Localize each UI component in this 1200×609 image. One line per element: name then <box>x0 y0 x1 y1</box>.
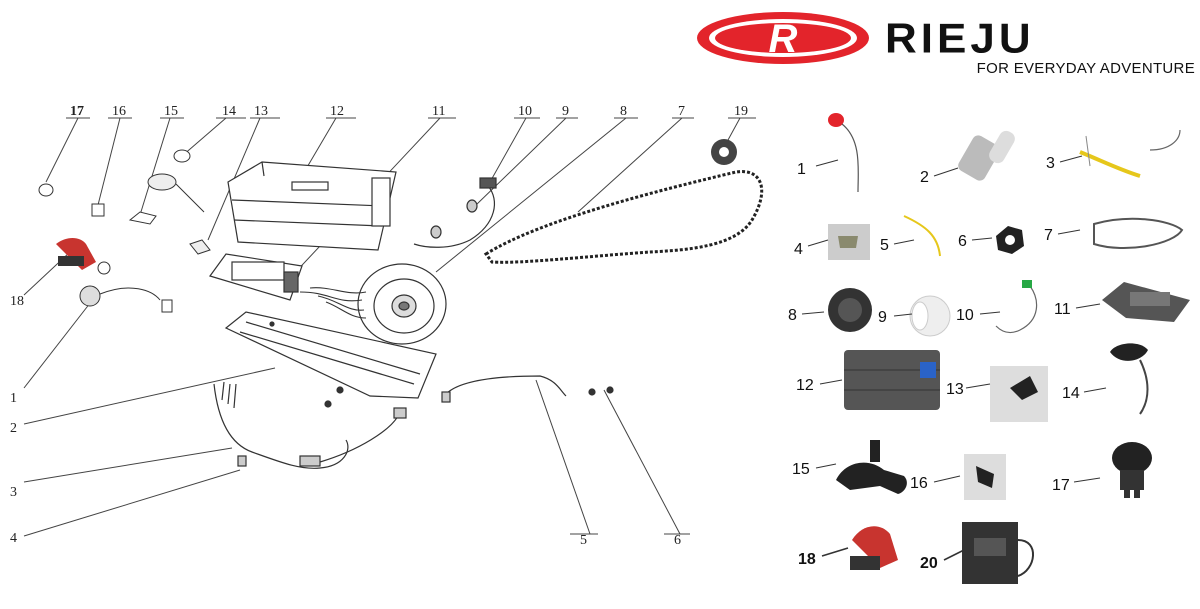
legend-num-6: 6 <box>958 233 967 250</box>
callout-11: 11 <box>432 104 445 119</box>
legend-num-4: 4 <box>794 241 803 258</box>
legend-number-labels: 1 2 3 4 5 6 7 8 9 10 11 12 13 14 15 16 1… <box>788 155 1080 572</box>
callout-18: 18 <box>10 294 24 309</box>
chain-drawing <box>483 170 764 264</box>
legend-num-5: 5 <box>880 237 889 254</box>
callout-10: 10 <box>518 104 532 119</box>
wiring-harness-drawing <box>213 381 407 469</box>
callout-2: 2 <box>10 421 17 436</box>
callout-17: 17 <box>70 104 84 119</box>
callout-1: 1 <box>10 391 17 406</box>
small-parts-left <box>38 149 211 313</box>
callout-12: 12 <box>330 104 344 119</box>
callout-4: 4 <box>10 531 17 546</box>
legend-leaders <box>801 155 1107 561</box>
legend-num-14: 14 <box>1062 385 1080 402</box>
legend-num-13: 13 <box>946 381 964 398</box>
legend-num-2: 2 <box>920 169 929 186</box>
legend-num-11: 11 <box>1054 301 1071 318</box>
sprocket-drawing <box>711 139 737 165</box>
legend-num-7: 7 <box>1044 227 1053 244</box>
callout-16: 16 <box>112 104 126 119</box>
motor-cables <box>299 287 367 319</box>
chassis-plate-drawing <box>224 311 437 399</box>
legend-num-3: 3 <box>1046 155 1055 172</box>
legend-num-10: 10 <box>956 307 974 324</box>
callout-9: 9 <box>562 104 569 119</box>
brand-wordmark: RIEJU <box>885 15 1035 62</box>
legend-num-9: 9 <box>878 309 887 326</box>
diagram-callout-labels: 17 16 15 14 13 12 11 10 9 8 7 19 18 1 2 … <box>10 104 748 548</box>
legend-num-16: 16 <box>910 475 928 492</box>
legend-num-8: 8 <box>788 307 797 324</box>
legend-num-18: 18 <box>798 551 816 568</box>
legend-num-12: 12 <box>796 377 814 394</box>
callout-3: 3 <box>10 485 17 500</box>
legend-num-1: 1 <box>797 161 806 178</box>
cable-5-drawing <box>441 375 614 403</box>
logo-letter: R <box>769 17 798 61</box>
legend-num-17: 17 <box>1052 477 1070 494</box>
legend-num-15: 15 <box>792 461 810 478</box>
sensor-cable-drawing <box>413 177 497 248</box>
legend-num-20: 20 <box>920 555 938 572</box>
throttle-drawing <box>56 238 96 270</box>
callout-7: 7 <box>678 104 685 119</box>
callout-6: 6 <box>674 533 681 548</box>
brand-tagline: FOR EVERYDAY ADVENTURE <box>976 60 1195 77</box>
brand-logo: R <box>697 12 869 64</box>
battery-drawing <box>227 161 397 251</box>
callout-5: 5 <box>580 533 587 548</box>
callout-8: 8 <box>620 104 627 119</box>
callout-13: 13 <box>254 104 268 119</box>
callout-14: 14 <box>222 104 236 119</box>
motor-drawing <box>357 263 447 345</box>
controller-drawing <box>209 253 303 301</box>
callout-15: 15 <box>164 104 178 119</box>
callout-19: 19 <box>734 104 748 119</box>
legend-thumbnails <box>828 113 1190 584</box>
